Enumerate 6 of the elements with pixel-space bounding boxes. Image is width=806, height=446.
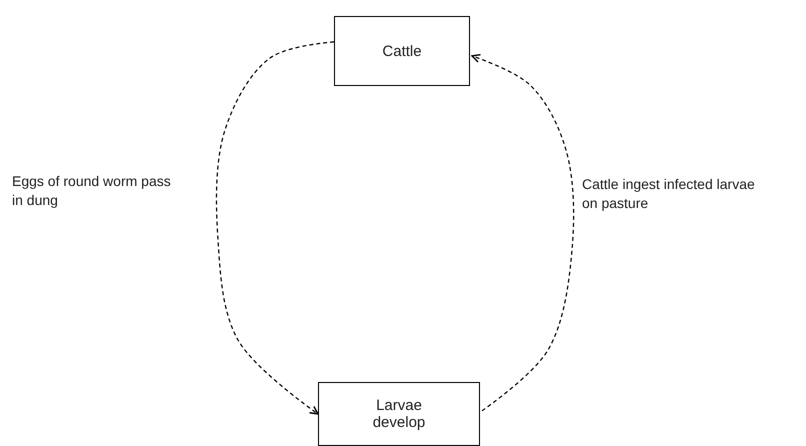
box-label: Larvae develop [372, 397, 426, 431]
arrow [471, 54, 574, 412]
process-box [334, 16, 470, 86]
box-label: Cattle [381, 42, 423, 60]
arrow [216, 41, 334, 415]
process-box [318, 382, 480, 446]
